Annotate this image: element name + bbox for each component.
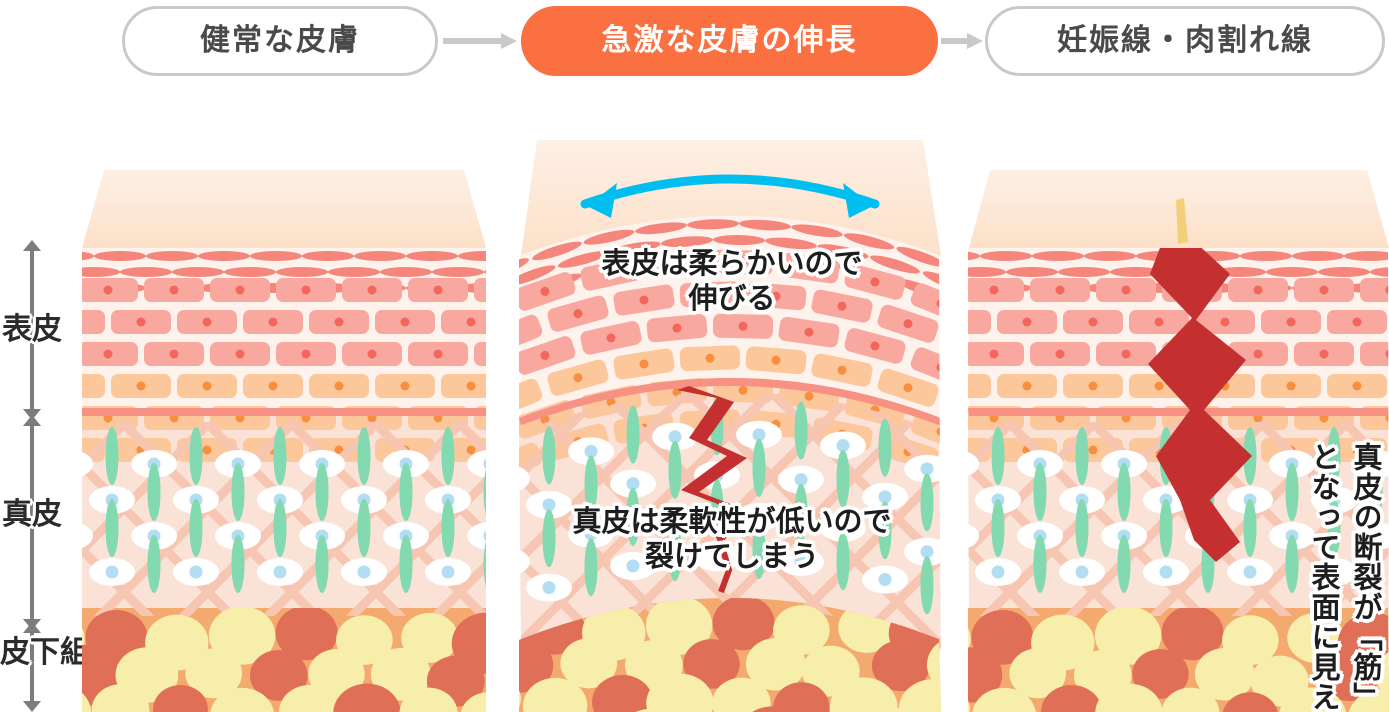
- flow-arrow-2-icon: [941, 33, 983, 49]
- axis-label-dermis: 真皮: [2, 498, 62, 531]
- skin-block-diagram: [519, 140, 941, 712]
- double-arrow-vertical-icon: [23, 622, 41, 712]
- flow-step-stretch-marks[interactable]: 妊娠線・肉割れ線: [985, 6, 1385, 76]
- epidermis-stretch-caption: 表皮は柔らかいので 伸びる: [601, 248, 863, 316]
- double-arrow-vertical-icon: [23, 240, 41, 420]
- flow-step-label: 妊娠線・肉割れ線: [1057, 24, 1313, 57]
- skin-panel-stretched: [519, 140, 941, 712]
- flow-step-rapid-stretching[interactable]: 急激な皮膚の伸長: [521, 6, 938, 76]
- arrow-shaft: [941, 38, 967, 44]
- arrow-head: [501, 33, 517, 49]
- arrow-shaft: [443, 38, 501, 44]
- skin-panel-stretch-marks: 真皮の断裂が「筋」 となって表面に見える: [968, 170, 1389, 712]
- skin-panel-healthy: [82, 170, 486, 712]
- skin-block-diagram: [82, 170, 486, 712]
- flow-step-label: 健常な皮膚: [200, 24, 360, 57]
- flow-arrow-1-icon: [443, 33, 517, 49]
- skin-block-diagram: [968, 170, 1389, 712]
- arrow-head: [967, 33, 983, 49]
- flow-step-label: 急激な皮膚の伸長: [601, 24, 858, 57]
- flow-step-healthy-skin[interactable]: 健常な皮膚: [122, 6, 438, 76]
- stretch-mark-caption-line2: となって表面に見える: [1307, 442, 1339, 712]
- stretch-mark-caption-line1: 真皮の断裂が「筋」: [1349, 442, 1381, 712]
- dermis-tear-caption: 真皮は柔軟性が低いので 裂けてしまう: [572, 506, 892, 574]
- process-flow: 健常な皮膚 急激な皮膚の伸長 妊娠線・肉割れ線: [0, 0, 1389, 96]
- axis-label-epidermis: 表皮: [2, 313, 62, 346]
